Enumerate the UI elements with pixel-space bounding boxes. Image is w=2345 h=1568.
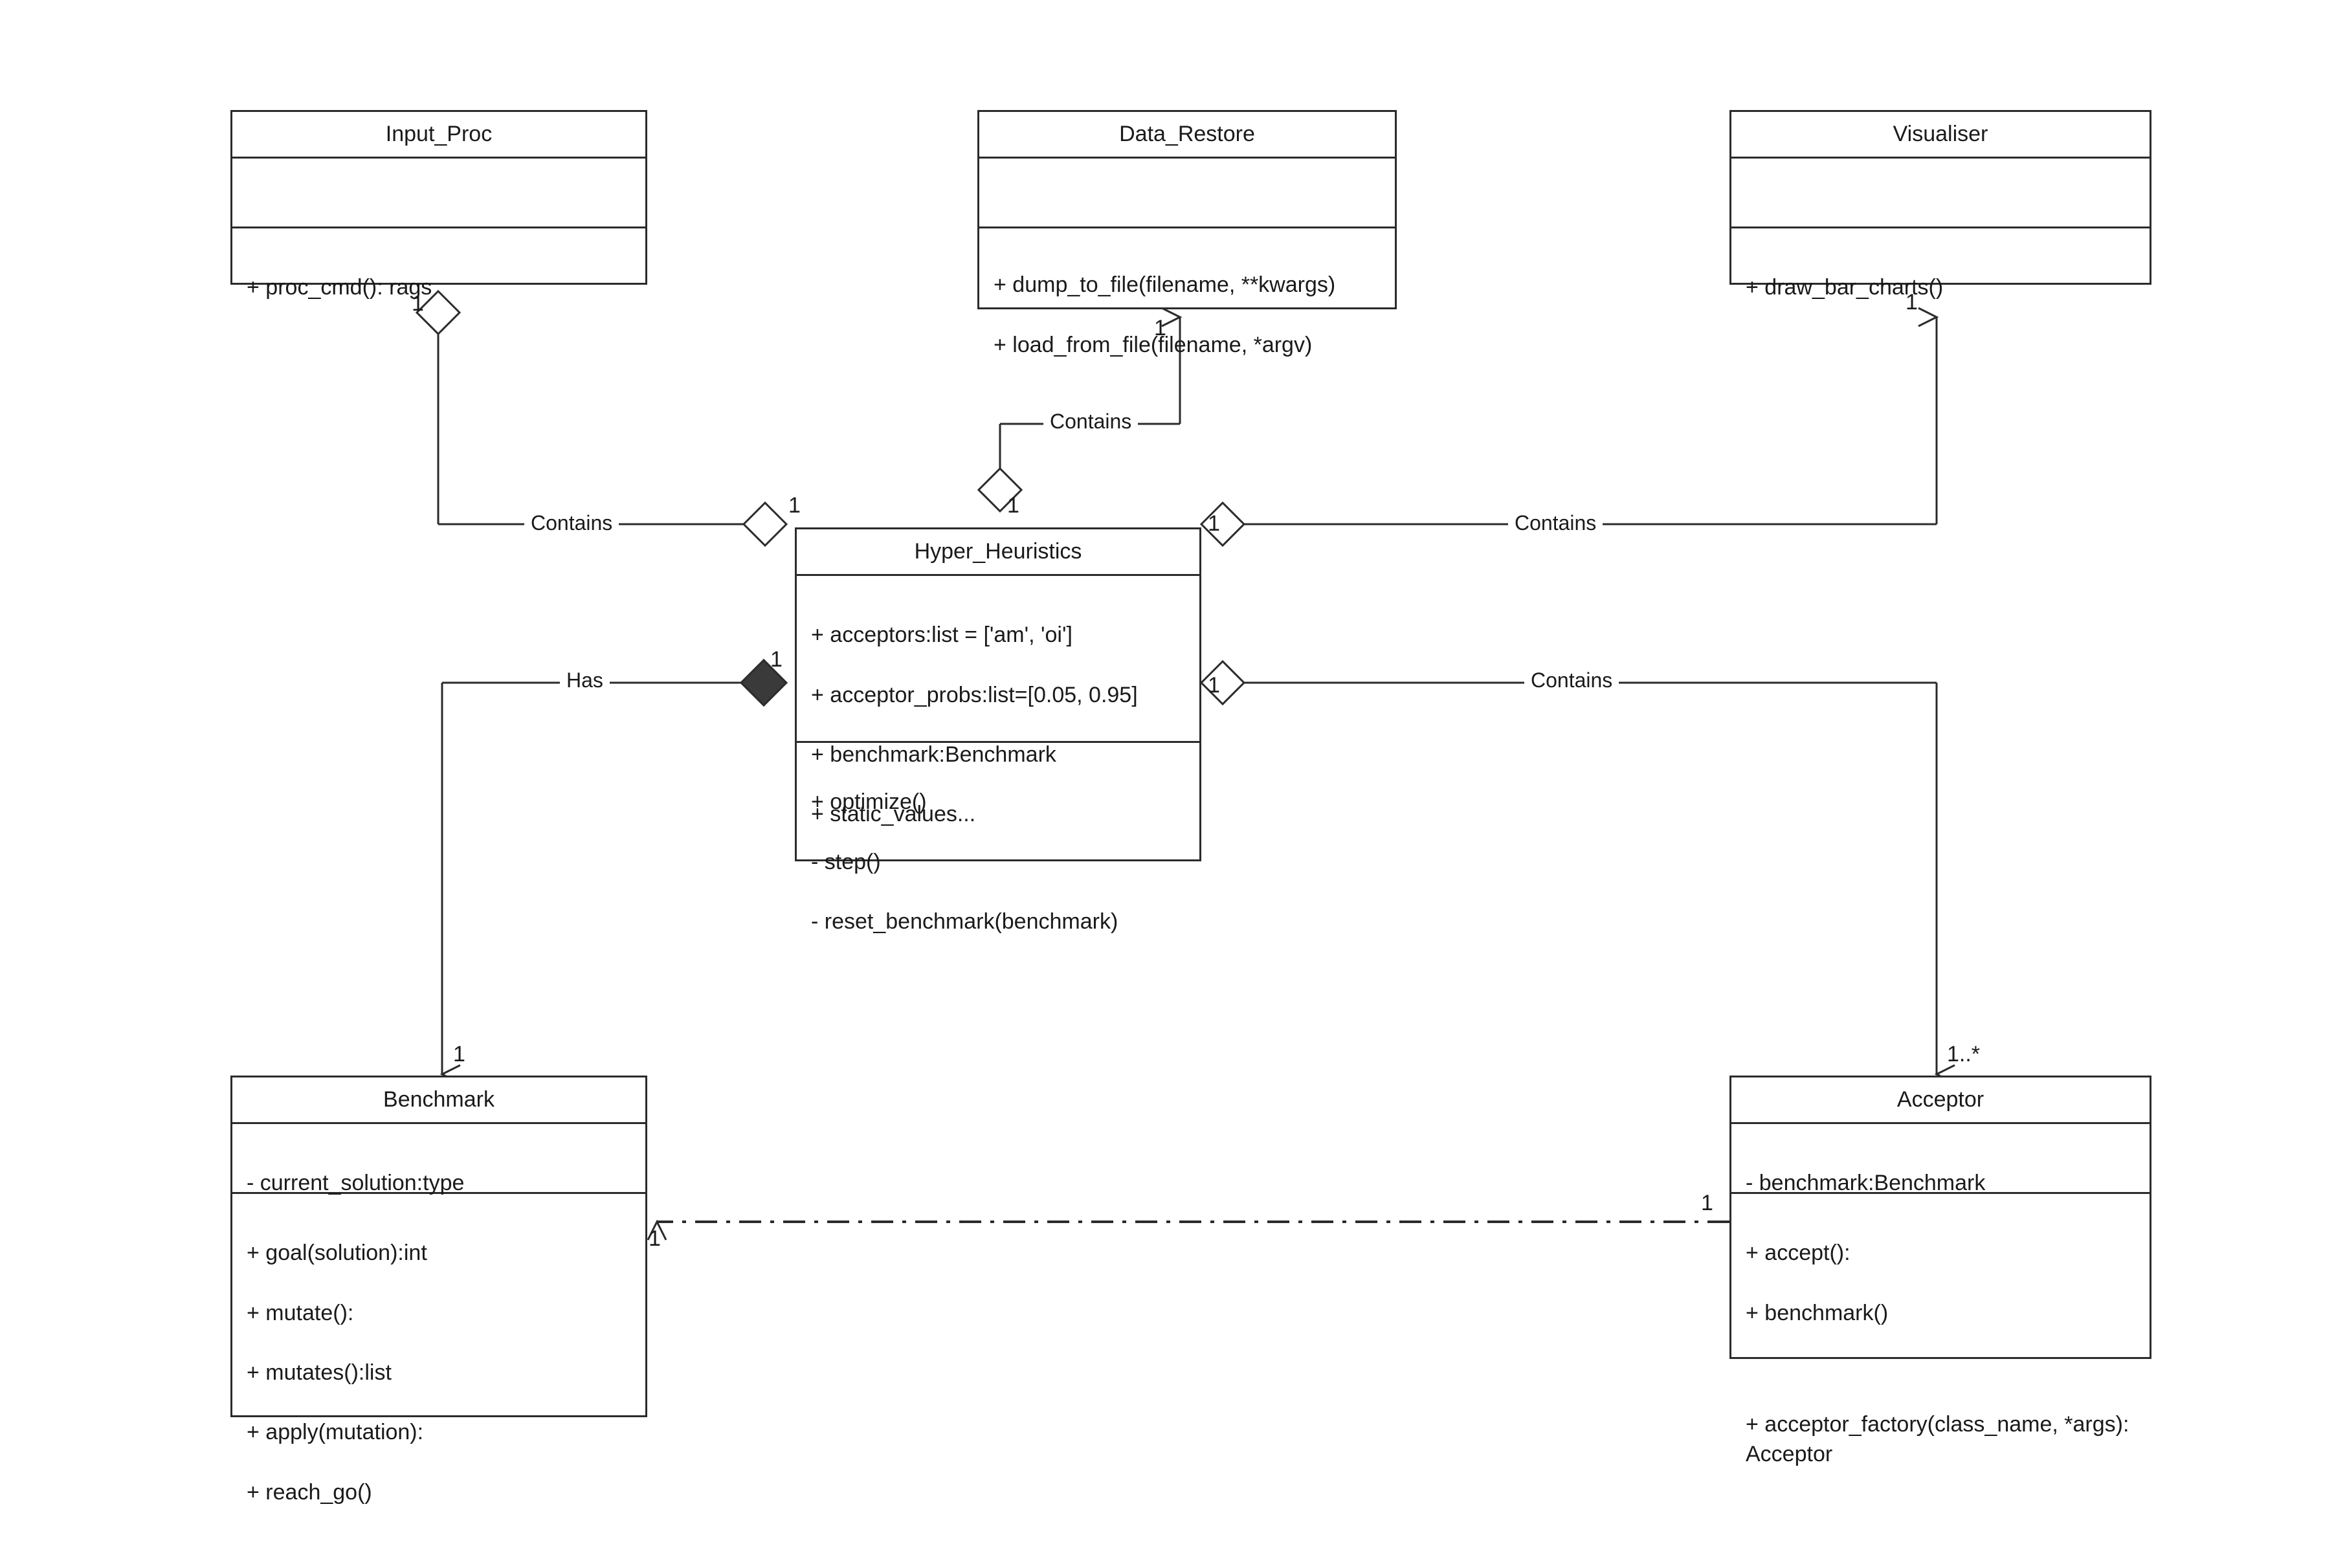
aggregation-diamond-hh-right-top: [1199, 501, 1246, 547]
class-attributes-hyper-heuristics: + acceptors:list = ['am', 'oi'] + accept…: [797, 576, 1199, 826]
member-proc-cmd: + proc_cmd(): rags: [247, 275, 432, 300]
class-methods-data-restore: + dump_to_file(filename, **kwargs) + loa…: [979, 228, 1395, 357]
member-acceptors: + acceptors:list = ['am', 'oi']: [811, 623, 1072, 648]
multiplicity-hh-right-mid: 1: [1208, 673, 1220, 698]
class-methods-visualiser: + draw_bar_charts(): [1731, 228, 2150, 300]
edge-label-contains-data-restore: Contains: [1043, 410, 1139, 434]
class-title-acceptor: Acceptor: [1731, 1077, 2150, 1124]
class-methods-benchmark: + goal(solution):int + mutate(): + mutat…: [232, 1194, 645, 1505]
multiplicity-data-restore-end: 1: [1154, 316, 1166, 340]
edge-has-benchmark: [439, 658, 788, 1085]
member-reset-benchmark: - reset_benchmark(benchmark): [811, 909, 1118, 934]
multiplicity-hh-right-top: 1: [1208, 511, 1220, 536]
class-methods-hyper-heuristics: + optimize() - step() - reset_benchmark(…: [797, 743, 1199, 934]
member-benchmark-attr: + benchmark:Benchmark: [811, 742, 1056, 767]
member-acceptor-benchmark: - benchmark:Benchmark: [1746, 1171, 1986, 1196]
multiplicity-acceptor-top: 1..*: [1947, 1042, 1981, 1066]
member-acceptor-benchmark-method: + benchmark(): [1746, 1300, 1889, 1325]
multiplicity-hh-top: 1: [1007, 493, 1019, 518]
class-methods-acceptor: + accept(): + benchmark() + acceptor_fac…: [1731, 1194, 2150, 1466]
member-static-values: + static_values...: [811, 802, 976, 827]
class-title-input-proc: Input_Proc: [232, 112, 645, 159]
class-methods-input-proc: + proc_cmd(): rags: [232, 228, 645, 300]
class-title-benchmark: Benchmark: [232, 1077, 645, 1124]
class-box-benchmark[interactable]: Benchmark - current_solution:type + goal…: [230, 1076, 647, 1505]
class-attributes-visualiser: [1731, 159, 2150, 228]
member-acceptor-probs: + acceptor_probs:list=[0.05, 0.95]: [811, 682, 1138, 707]
edge-label-has-benchmark: Has: [560, 668, 610, 692]
composition-diamond-hh-left-mid: [739, 658, 788, 707]
method-group-spacer-acceptor: [1746, 1358, 2135, 1380]
member-goal: + goal(solution):int: [247, 1241, 427, 1266]
class-attributes-input-proc: [232, 159, 645, 228]
member-mutates: + mutates():list: [247, 1360, 392, 1385]
member-mutate: + mutate():: [247, 1300, 354, 1325]
multiplicity-hh-left-mid: 1: [770, 647, 783, 672]
class-box-hyper-heuristics[interactable]: Hyper_Heuristics + acceptors:list = ['am…: [795, 527, 1201, 934]
member-reach-go: + reach_go(): [247, 1479, 372, 1505]
class-title-data-restore: Data_Restore: [979, 112, 1395, 159]
member-step: - step(): [811, 849, 881, 874]
member-accept: + accept():: [1746, 1241, 1850, 1266]
edge-contains-input-proc: [415, 289, 788, 547]
multiplicity-hh-left-top: 1: [788, 493, 801, 518]
multiplicity-benchmark-top: 1: [453, 1042, 465, 1066]
class-title-visualiser: Visualiser: [1731, 112, 2150, 159]
class-box-data-restore[interactable]: Data_Restore + dump_to_file(filename, **…: [977, 110, 1397, 357]
multiplicity-visualiser-end: 1: [1906, 290, 1918, 315]
edge-label-contains-input-proc: Contains: [524, 511, 619, 535]
class-box-acceptor[interactable]: Acceptor - benchmark:Benchmark + accept(…: [1729, 1076, 2151, 1466]
aggregation-diamond-hh-left-top: [742, 501, 788, 547]
member-optimize: + optimize(): [811, 790, 927, 815]
aggregation-diamond-input-proc: [415, 289, 461, 336]
class-box-input-proc[interactable]: Input_Proc + proc_cmd(): rags: [230, 110, 647, 300]
class-attributes-data-restore: [979, 159, 1395, 228]
member-dump-to-file: + dump_to_file(filename, **kwargs): [994, 272, 1336, 298]
edge-label-contains-acceptor: Contains: [1524, 668, 1619, 692]
multiplicity-benchmark-right: 1: [649, 1226, 661, 1251]
method-group-spacer: [247, 1537, 631, 1559]
class-box-visualiser[interactable]: Visualiser + draw_bar_charts(): [1729, 110, 2151, 300]
class-attributes-benchmark: - current_solution:type: [232, 1124, 645, 1195]
member-acceptor-factory: + acceptor_factory(class_name, *args): A…: [1746, 1412, 2135, 1467]
edge-contains-acceptor: [1199, 659, 1955, 1085]
class-attributes-acceptor: - benchmark:Benchmark: [1731, 1124, 2150, 1195]
class-title-hyper-heuristics: Hyper_Heuristics: [797, 529, 1199, 576]
multiplicity-acceptor-left: 1: [1701, 1191, 1713, 1215]
member-draw-bar-charts: + draw_bar_charts(): [1746, 275, 1944, 300]
member-load-from-file: + load_from_file(filename, *argv): [994, 332, 1313, 357]
member-apply: + apply(mutation):: [247, 1420, 424, 1445]
aggregation-diamond-hh-top: [977, 467, 1023, 513]
edge-label-contains-visualiser: Contains: [1508, 511, 1603, 535]
aggregation-diamond-hh-right-mid: [1199, 659, 1246, 706]
multiplicity-input-proc-end: 1: [412, 291, 424, 316]
member-current-solution: - current_solution:type: [247, 1171, 465, 1196]
